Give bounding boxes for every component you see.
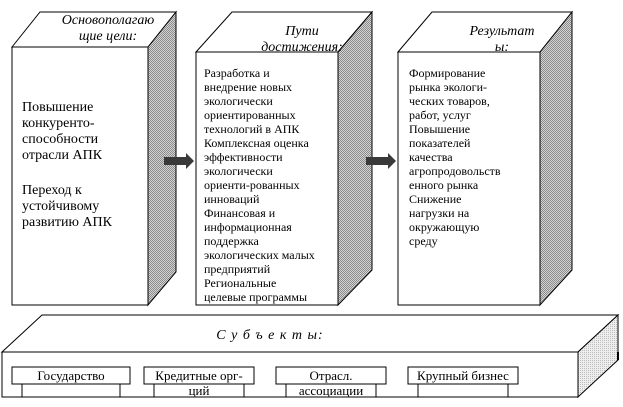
subject-state-label: Государство — [37, 368, 105, 383]
ways-item: экологически — [204, 164, 273, 178]
subject-connectors — [21, 384, 509, 397]
goals-item: Переход к — [22, 183, 82, 198]
ways-item: эффективности — [204, 150, 283, 164]
results-item: нагрузки на — [409, 206, 470, 220]
results-list: Формирование рынка экологи- ческих товар… — [409, 66, 539, 248]
results-item: работ, услуг — [409, 108, 471, 122]
subjects-title: С у б ъ е к т ы: — [216, 328, 324, 343]
results-header-line2: ы: — [494, 40, 510, 55]
results-item: показателей — [409, 136, 471, 150]
results-item: качества — [409, 150, 453, 164]
results-item: рынка экологи- — [409, 80, 487, 94]
ways-header-line2: достижения: — [261, 40, 343, 55]
subject-assoc-line2: ассоциации — [298, 383, 364, 398]
arrow-goals-to-ways — [164, 153, 194, 169]
goals-box — [10, 10, 178, 307]
results-header: Результат ы: — [432, 24, 572, 56]
ways-item: целевые программы — [204, 290, 308, 304]
goals-item: способности — [22, 132, 99, 147]
ways-item: предприятий — [204, 262, 271, 276]
results-item: Снижение — [409, 192, 462, 206]
ways-item: технологий в АПК — [204, 122, 300, 136]
subject-credit-line2: ций — [188, 383, 210, 398]
goals-item: отрасли АПК — [22, 148, 103, 163]
ways-list: Разработка и внедрение новых экологическ… — [204, 66, 340, 304]
subject-box-state — [11, 366, 131, 385]
goals-item: конкуренто- — [22, 116, 95, 131]
results-item: енного рынка — [409, 178, 479, 192]
subject-box-business — [407, 366, 519, 385]
subject-assoc-line1: Отрасл. — [309, 368, 353, 383]
goals-item: развитию АПК — [22, 215, 112, 230]
subject-box-assoc — [275, 366, 387, 385]
subject-business-label: Крупный бизнес — [417, 368, 509, 383]
ways-item: инноваций — [204, 192, 260, 206]
ways-item: экологически — [204, 94, 273, 108]
results-item: окружающую — [409, 220, 480, 234]
ways-item: информационная — [204, 220, 292, 234]
results-item: агропродовольств — [409, 164, 501, 178]
goals-header-line2: щие цели: — [78, 29, 138, 44]
results-item: ческих товаров, — [409, 94, 490, 108]
results-item: Формирование — [409, 66, 486, 80]
ways-box — [194, 10, 374, 307]
subject-credit-line1: Кредитные орг- — [155, 368, 243, 383]
ways-item: Региональные — [204, 276, 277, 290]
results-box — [396, 10, 574, 307]
ways-item: ориентированных — [204, 108, 296, 122]
results-header-line1: Результат — [469, 24, 535, 39]
ways-item: Финансовая и — [204, 206, 276, 220]
goals-header: Основополагаю щие цели: — [44, 13, 172, 45]
ways-header-line1: Пути — [285, 24, 319, 39]
goals-list: Повышение конкуренто- способности отрасл… — [22, 100, 146, 231]
ways-item: поддержка — [204, 234, 259, 248]
ways-item: ориенти-рованных — [204, 178, 300, 192]
ways-header: Пути достижения: — [232, 24, 372, 56]
goals-item: Повышение — [22, 100, 94, 115]
ways-item: Комплексная оценка — [204, 136, 309, 150]
subject-box-credit — [143, 366, 255, 385]
goals-header-line1: Основополагаю — [61, 13, 155, 28]
goals-item-spacer — [22, 164, 146, 183]
results-item: Повышение — [409, 122, 471, 136]
ways-item: экологических малых — [204, 248, 315, 262]
subject-assoc-label: Отрасл. ассоциации — [276, 368, 386, 398]
subject-credit-label: Кредитные орг- ций — [144, 368, 254, 398]
results-item: среду — [409, 234, 438, 248]
ways-item: внедрение новых — [204, 80, 293, 94]
goals-item: устойчивому — [22, 199, 100, 214]
arrow-ways-to-results — [366, 153, 396, 169]
ways-item: Разработка и — [204, 66, 270, 80]
